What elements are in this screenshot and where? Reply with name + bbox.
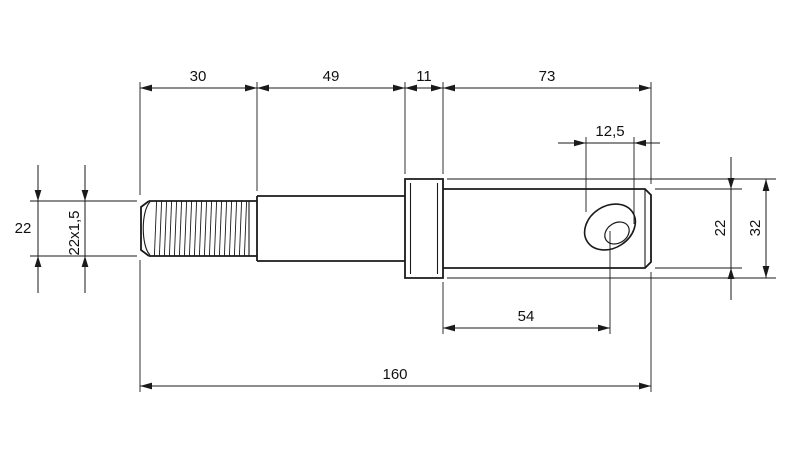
dim-label-thread: 22x1,5	[66, 210, 83, 255]
dim-collar-diameter: 32	[447, 178, 776, 279]
part-outline	[140, 178, 652, 279]
dim-label-160: 160	[382, 366, 407, 383]
dim-arrow	[634, 139, 646, 147]
dim-label-12-5: 12,5	[595, 123, 624, 140]
collar	[404, 178, 444, 279]
dim-label-right-22: 22	[712, 220, 729, 237]
dim-label-30: 30	[190, 68, 207, 85]
dim-arrow	[639, 84, 651, 92]
thread-hatching	[153, 201, 248, 256]
dim-arrow	[598, 324, 610, 332]
dim-arrow	[257, 84, 269, 92]
dim-arrow	[762, 266, 770, 278]
dim-arrow	[727, 268, 735, 279]
dim-arrow	[245, 84, 257, 92]
dim-arrow	[140, 382, 152, 390]
dim-arrow	[34, 256, 42, 267]
linch-pin-hole-inner	[604, 221, 630, 245]
dim-label-left-22: 22	[15, 220, 32, 237]
dim-label-73: 73	[539, 68, 556, 85]
threaded-section	[140, 200, 257, 257]
dim-overall-length: 160	[139, 260, 652, 392]
dim-arrow	[431, 84, 443, 92]
mid-shaft-section	[256, 195, 405, 262]
dim-label-49: 49	[323, 68, 340, 85]
dim-arrow	[81, 256, 89, 267]
dim-arrow	[405, 84, 417, 92]
dim-right-diameter: 22	[655, 157, 742, 300]
dim-hole-distance: 54	[442, 231, 611, 334]
dim-arrow	[443, 84, 455, 92]
dim-hole-width: 12,5	[558, 123, 660, 224]
dim-arrow	[574, 139, 586, 147]
linch-pin-hole	[583, 203, 637, 251]
dim-chain-top: 30 49 11 73	[139, 68, 652, 195]
dim-arrow	[443, 324, 455, 332]
pin-tip	[140, 200, 150, 257]
right-shaft-section	[443, 188, 652, 269]
dim-arrow	[727, 178, 735, 189]
dim-arrow	[393, 84, 405, 92]
dim-arrow	[762, 179, 770, 191]
dim-left-diameter: 22 22x1,5	[15, 165, 137, 293]
dim-arrow	[81, 190, 89, 201]
dim-label-54: 54	[518, 308, 535, 325]
dim-arrow	[639, 382, 651, 390]
dim-label-32: 32	[747, 220, 764, 237]
dim-arrow	[34, 190, 42, 201]
pin-tip-dome	[142, 201, 151, 256]
dim-arrow	[140, 84, 152, 92]
dim-label-11: 11	[416, 68, 432, 85]
